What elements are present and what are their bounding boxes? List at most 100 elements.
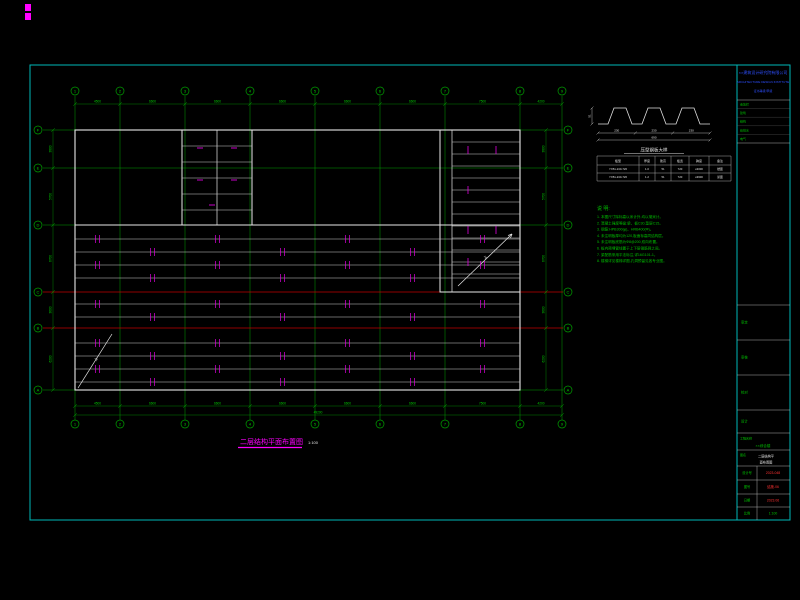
project-label: 工程名称 [740,436,752,441]
dim-text: 6700 [541,255,545,262]
table-cell: 楼面 [717,167,723,171]
grid-bubble-label: 9 [561,88,564,93]
dim-text: 5700 [541,193,545,200]
role-label: 审核 [741,355,748,360]
table-cell: ≤3000 [695,167,703,171]
table-cell: 屋面 [717,175,723,179]
grid-bubble-label: 7 [444,421,447,426]
deck-dim: 230 [614,129,619,133]
institute-name: 证书等级:甲级 [754,88,773,93]
deck-height-dim: 51 [587,114,591,118]
table-cell: 720 [678,167,683,171]
table-cell: YX51-240-720 [609,175,627,179]
deck-dim: 230 [689,129,694,133]
sign-row-label: 建筑 [740,110,746,115]
grid-bubble-label: B [37,325,40,330]
dim-text: 6600 [279,402,286,406]
grid-bubble-label: 7 [444,88,447,93]
grid-bubble-label: F [37,127,40,132]
sign-row-label: 结构 [740,119,746,124]
grid-bubble-label: 6 [379,421,382,426]
note-line: 7. 梁配筋采用平法标注,详16G101-1。 [597,252,658,257]
note-line: 2. 混凝土强度等级:梁、板C30,垫层C15。 [597,220,663,225]
dim-text: 3800 [541,145,545,152]
table-cell: ≤3600 [695,175,703,179]
institute-name: ARCHITECTURE DESIGN INSTITUTE [737,80,789,84]
table-header-cell: 板宽 [677,158,683,163]
project-name: ××综合楼 [756,443,771,448]
note-line: 8. 楼梯详见楼梯详图,孔洞预留见各专业图。 [597,258,667,263]
notes-header: 说 明: [597,205,610,212]
grid-bubble-label: 2 [119,88,122,93]
sheet-frame [25,4,791,521]
beam-labels [95,146,497,386]
grid-bubble-label: 8 [519,421,522,426]
sign-row-label: 电气 [740,136,746,141]
grid-bubble-label: C [37,289,40,294]
grid-bubble-label: 4 [249,88,252,93]
role-label: 设计 [741,419,748,424]
grid-bubble-label: 5 [314,421,317,426]
dim-text: 6600 [409,100,416,104]
dim-text: 6200 [541,355,545,362]
dim-text: 5700 [48,193,52,200]
sheet-name: 面布置图 [760,460,773,465]
grid-bubble-label: A [37,387,40,392]
dim-text: 3800 [48,145,52,152]
dim-text: 4200 [537,100,544,104]
grid-bubble-label: B [567,325,570,330]
institute-name: ××建筑设计研究院有限公司 [739,69,788,75]
deck-detail-title: 压型钢板大样 [641,147,668,154]
title-block: ××建筑设计研究院有限公司 ARCHITECTURE DESIGN INSTITU… [737,69,790,520]
dim-text: 6600 [214,402,221,406]
field-value: 2023-048 [766,471,780,475]
role-label: 校对 [741,390,748,395]
dim-text: 6600 [149,100,156,104]
dim-text: 3600 [541,306,545,313]
corner-mark [25,13,31,20]
note-line: 3. 钢筋:HPB300(φ)、HRB400(Φ)。 [597,227,653,232]
floor-plan: 上上 [74,129,521,391]
grid-bubble-label: 9 [561,421,564,426]
dim-text: 4500 [94,100,101,104]
table-cell: 720 [678,175,683,179]
table-header-cell: 肋高 [660,158,666,163]
grid-bubble-label: E [567,165,570,170]
grid-bubble-label: D [567,222,570,227]
table-cell: 51 [661,175,665,179]
dim-text: 6600 [344,100,351,104]
dim-text: 6600 [149,402,156,406]
grid-bubble-label: A [567,387,570,392]
sign-row-label: 给排水 [740,127,749,132]
table-header-cell: 跨度 [696,158,702,163]
sign-row-label: 会签栏 [740,102,749,107]
grid-bubble-label: C [567,289,570,294]
grid-bubble-label: 3 [184,421,187,426]
field-value: 2023.06 [767,499,779,503]
field-label: 设计号 [742,470,752,475]
notes-block: 说 明: 1. 本图尺寸除标高以米计外,均以毫米计。2. 混凝土强度等级:梁、板C… [597,205,667,263]
grid-bubble-label: 1 [74,88,77,93]
grid-bubble-label: 5 [314,88,317,93]
grid-bubble-label: 2 [119,421,122,426]
dim-text: 7500 [479,402,486,406]
ramp-direction-label: 上 [93,356,99,362]
plan-title-text: 二层结构平面布置图 [240,437,303,446]
grid-bubble-label: 4 [249,421,252,426]
dim-text: 6700 [48,255,52,262]
note-line: 5. 未注明板底筋为Φ8@200,双向布置。 [597,239,660,244]
table-cell: 1.0 [645,167,649,171]
note-line: 1. 本图尺寸除标高以米计外,均以毫米计。 [597,214,663,219]
stair-direction-label: 上 [482,254,488,260]
table-header-cell: 厚度 [644,158,650,163]
table-cell: YX51-240-720 [609,167,627,171]
table-cell: 1.2 [645,175,649,179]
grid-bubble-label: 1 [74,421,77,426]
